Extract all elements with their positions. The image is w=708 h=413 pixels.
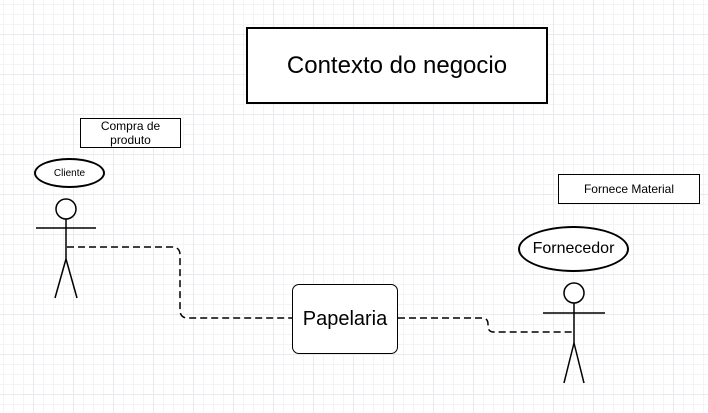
system-papelaria-box[interactable]: Papelaria (292, 284, 398, 354)
fornecedor-action-label[interactable]: Fornece Material (558, 174, 700, 204)
cliente-action-label[interactable]: Compra de produto (80, 118, 181, 148)
actor-cliente-figure[interactable] (36, 198, 96, 299)
actor-fornecedor-right-leg (573, 342, 585, 384)
connector-papelaria-fornecedor[interactable] (398, 317, 574, 333)
actor-cliente-right-leg (65, 258, 78, 299)
actor-cliente-left-leg (54, 258, 67, 299)
actor-cliente-head (55, 198, 77, 220)
diagram-title[interactable]: Contexto do negocio (246, 27, 548, 104)
actor-cliente-name[interactable]: Cliente (34, 158, 105, 188)
actor-fornecedor-head (563, 282, 585, 304)
actor-fornecedor-figure[interactable] (543, 282, 605, 384)
actor-fornecedor-name[interactable]: Fornecedor (518, 226, 629, 272)
connector-cliente-papelaria[interactable] (67, 246, 292, 319)
actor-fornecedor-left-leg (563, 342, 575, 384)
